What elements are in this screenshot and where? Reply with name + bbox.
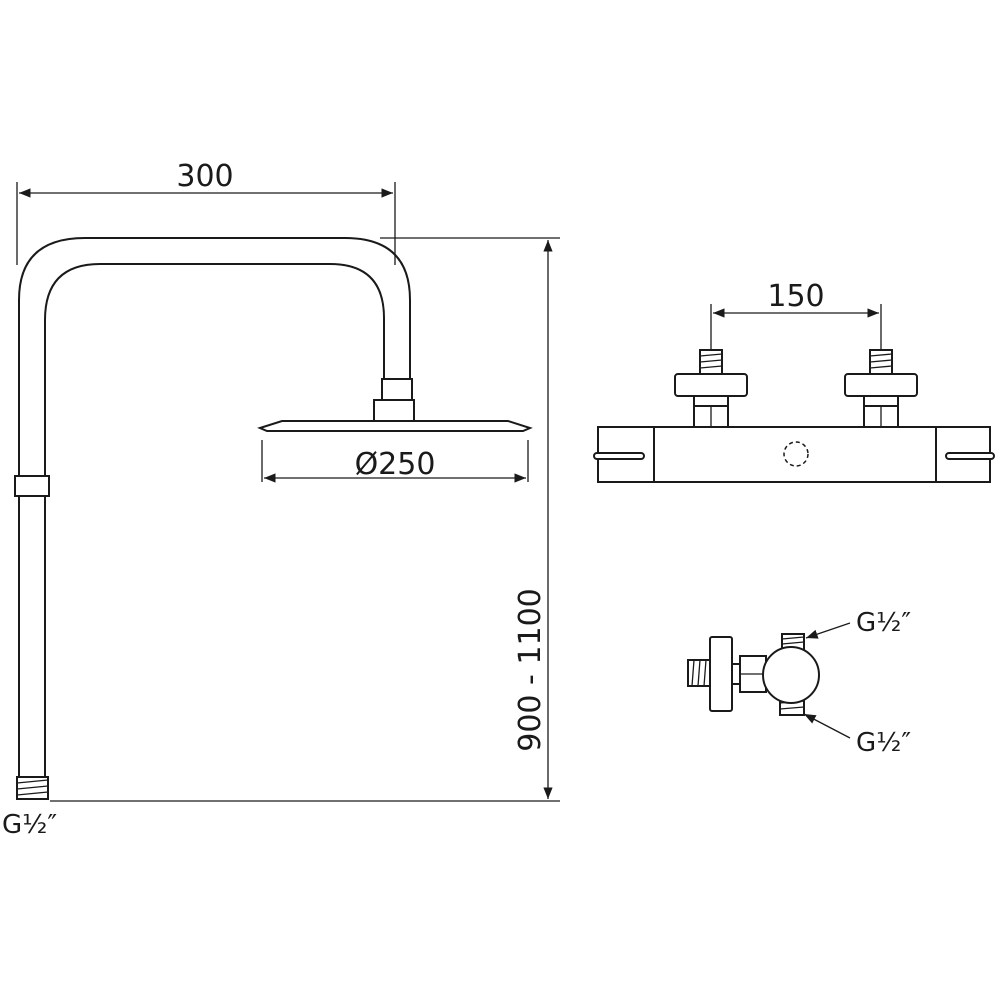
riser-pipe-outer	[18, 237, 411, 777]
riser-thread-label: G½″	[2, 810, 57, 840]
valve-bottom-thread-label: G½″	[856, 728, 911, 758]
right-handle-lever	[945, 452, 995, 460]
height-range-label: 900 - 1100	[513, 588, 548, 752]
height-range-dimension	[50, 237, 560, 802]
head-diameter-dimension	[261, 440, 529, 483]
left-eccentric-nut	[693, 395, 729, 407]
top-thread-arrow	[805, 622, 851, 639]
slider-collar	[14, 475, 50, 497]
side-valve-body	[762, 646, 820, 704]
right-eccentric-nut	[863, 395, 899, 407]
left-wall-flange	[674, 373, 748, 397]
valve-body	[597, 426, 991, 483]
valve-side-view	[687, 633, 820, 716]
side-wall-flange	[709, 636, 733, 712]
valve-front-view	[593, 349, 995, 483]
outlet-circle	[783, 441, 809, 467]
valve-top-thread-label: G½″	[856, 608, 911, 638]
side-connector-neck	[731, 663, 741, 685]
bottom-thread-arrow	[803, 713, 851, 739]
valve-spacing-label: 150	[767, 279, 824, 314]
arm-connector	[381, 378, 413, 403]
riser-pipe-inner	[44, 263, 385, 777]
left-handle-lever	[593, 452, 645, 460]
valve-spacing-dimension	[710, 304, 882, 350]
arm-reach-dimension	[16, 182, 396, 265]
shower-head	[257, 420, 533, 432]
arm-reach-label: 300	[176, 159, 233, 194]
head-diameter-label: Ø250	[355, 447, 436, 482]
shower-riser-view	[14, 237, 533, 800]
right-wall-flange	[844, 373, 918, 397]
